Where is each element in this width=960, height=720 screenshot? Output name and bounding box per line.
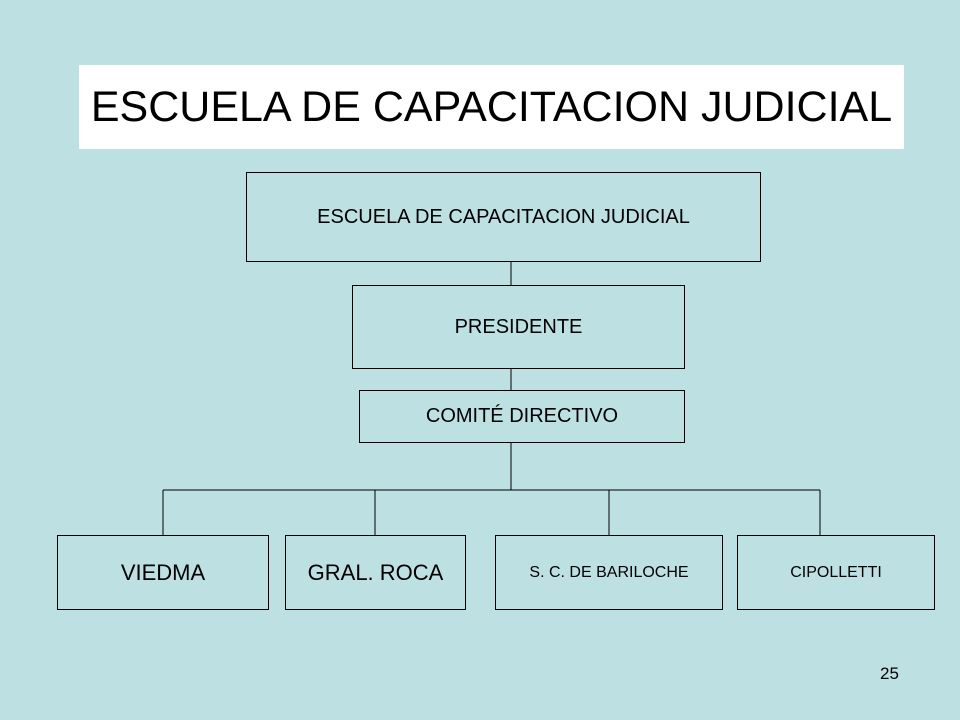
- slide-title-text: ESCUELA DE CAPACITACION JUDICIAL: [90, 82, 893, 131]
- slide-title: ESCUELA DE CAPACITACION JUDICIAL: [79, 65, 904, 149]
- node-viedma-label: VIEDMA: [120, 559, 206, 585]
- node-cipolletti-label: CIPOLLETTI: [790, 563, 882, 581]
- node-comite-directivo: COMITÉ DIRECTIVO: [359, 390, 685, 443]
- node-gral-roca: GRAL. ROCA: [285, 535, 466, 610]
- node-presidente: PRESIDENTE: [352, 285, 685, 369]
- node-bariloche: S. C. DE BARILOCHE: [495, 535, 723, 610]
- node-bariloche-label: S. C. DE BARILOCHE: [529, 563, 689, 581]
- page-number: 25: [880, 664, 899, 683]
- node-comite-label: COMITÉ DIRECTIVO: [425, 405, 619, 427]
- node-escuela-label: ESCUELA DE CAPACITACION JUDICIAL: [317, 205, 690, 228]
- node-presidente-label: PRESIDENTE: [454, 315, 583, 338]
- node-gral-roca-label: GRAL. ROCA: [307, 559, 444, 585]
- node-escuela: ESCUELA DE CAPACITACION JUDICIAL: [246, 172, 761, 262]
- node-cipolletti: CIPOLLETTI: [737, 535, 935, 610]
- node-viedma: VIEDMA: [57, 535, 269, 610]
